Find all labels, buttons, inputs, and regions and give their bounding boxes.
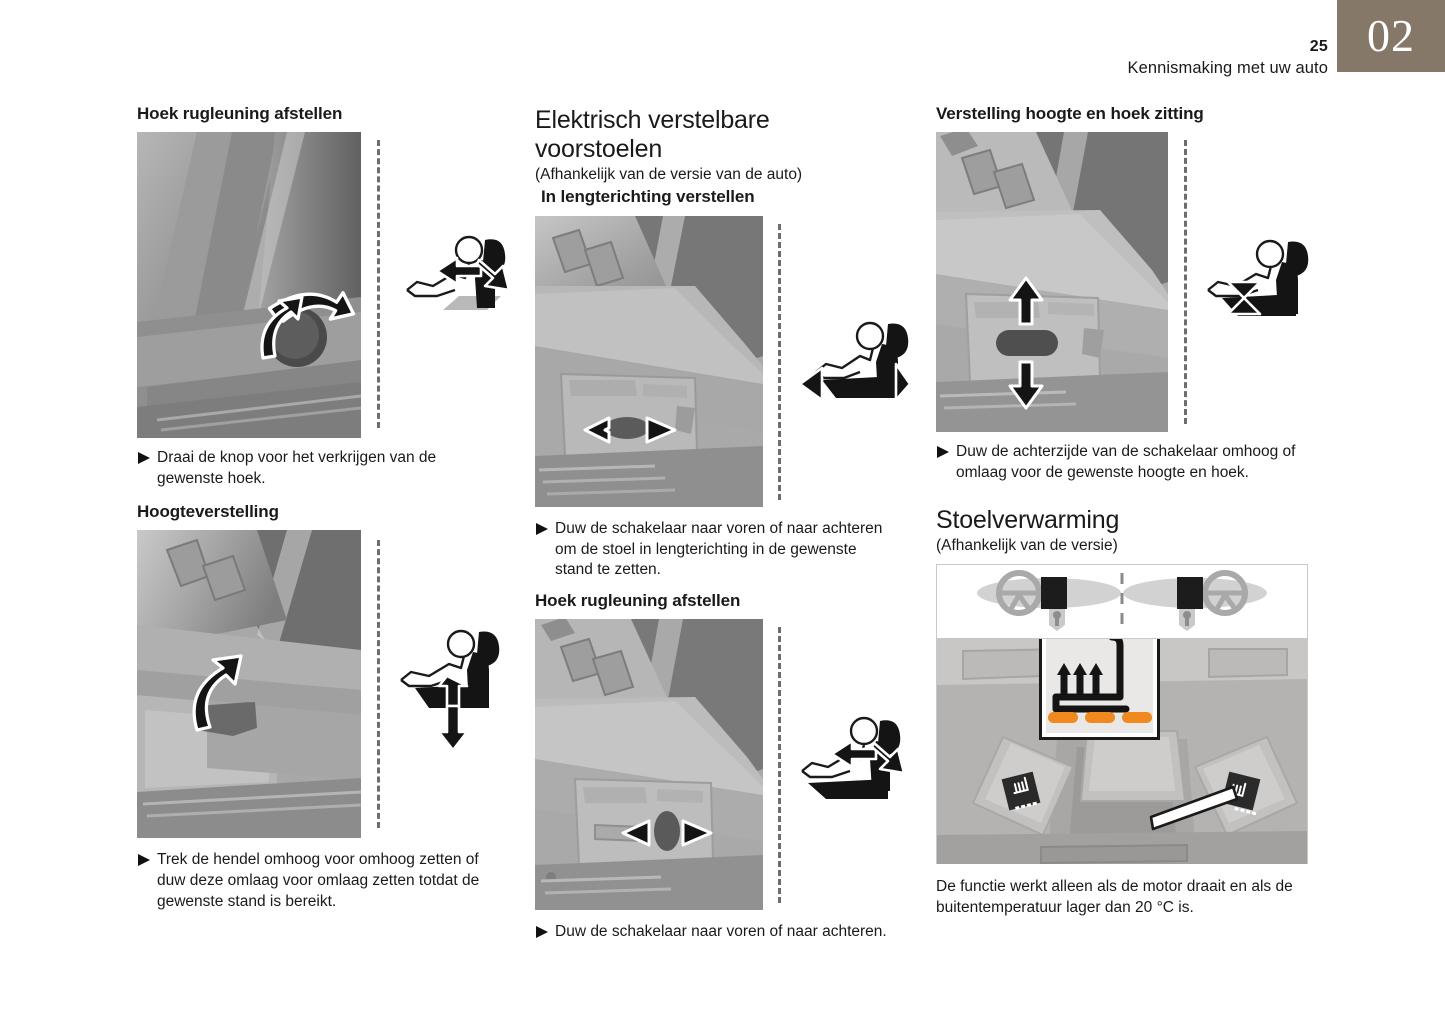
figure-height-tilt-switch xyxy=(936,132,1309,433)
photo-seat-backrest-knob xyxy=(137,132,361,439)
bullet-arrow-icon xyxy=(535,522,555,536)
bullet-longitudinal: Duw de schakelaar naar voren of naar ach… xyxy=(535,519,895,581)
heading-electric-backrest-angle: Hoek rugleuning afstellen xyxy=(535,591,741,611)
figure-divider xyxy=(1184,140,1187,425)
pictogram-seat-height-tilt xyxy=(1204,228,1316,328)
photo-electric-backrest-switch xyxy=(535,619,763,911)
pictogram-seat-fore-aft xyxy=(798,310,910,410)
bullet-arrow-icon xyxy=(137,853,157,867)
middle-column: Elektrisch verstelbare voorstoelen (Afha… xyxy=(535,106,910,953)
right-column: Verstelling hoogte en hoek zitting xyxy=(936,104,1309,918)
page-header: 25 Kennismaking met uw auto xyxy=(900,38,1328,80)
title-seat-heating: Stoelverwarming xyxy=(936,505,1120,534)
page-number: 25 xyxy=(1309,38,1328,55)
bullet-backrest-angle: Draai de knop voor het verkrijgen van de… xyxy=(137,448,499,490)
seat-heating-location-diagram xyxy=(937,564,1307,639)
bullet-text: Duw de achterzijde van de schakelaar omh… xyxy=(956,443,1296,482)
heading-height-and-tilt: Verstelling hoogte en hoek zitting xyxy=(936,104,1204,123)
heading-height-adjustment: Hoogteverstelling xyxy=(137,501,279,521)
figure-electric-backrest-switch xyxy=(535,619,906,911)
figure-divider xyxy=(377,140,380,429)
figure-divider xyxy=(778,223,781,500)
photo-seat-height-lever xyxy=(137,530,361,839)
bullet-arrow-icon xyxy=(137,451,157,465)
bullet-text: Draai de knop voor het verkrijgen van de… xyxy=(157,449,437,488)
title-electric-front-seats: Elektrisch verstelbare voorstoelen xyxy=(535,106,770,163)
seat-heating-level-indicators xyxy=(1046,711,1153,723)
header-subtitle: Kennismaking met uw auto xyxy=(1127,59,1328,78)
seat-heating-button-callout xyxy=(1039,638,1160,740)
paragraph-seat-heating-condition: De functie werkt alleen als de motor dra… xyxy=(936,877,1293,916)
figure-seat-heating xyxy=(936,563,1308,864)
bullet-text: Duw de schakelaar naar voren of naar ach… xyxy=(555,923,887,941)
bullet-text: Duw de schakelaar naar voren of naar ach… xyxy=(555,519,883,579)
bullet-electric-backrest: Duw de schakelaar naar voren of naar ach… xyxy=(535,922,895,943)
photo-height-tilt-switch xyxy=(936,132,1168,433)
photo-center-console-heating-buttons xyxy=(937,638,1307,864)
left-column: Hoek rugleuning afstellen xyxy=(137,104,511,923)
figure-longitudinal-switch xyxy=(535,215,910,507)
pictogram-backrest-tilt xyxy=(798,711,916,803)
bullet-height-tilt: Duw de achterzijde van de schakelaar omh… xyxy=(936,442,1308,484)
bullet-arrow-icon xyxy=(936,445,956,459)
bullet-seat-height: Trek de hendel omhoog voor omhoog zetten… xyxy=(137,850,499,912)
pictogram-backrest-tilt xyxy=(403,224,521,316)
bullet-text: Trek de hendel omhoog voor omhoog zetten… xyxy=(157,851,480,910)
heading-longitudinal-adjust: In lengterichting verstellen xyxy=(541,187,755,207)
heating-level-chip xyxy=(1121,711,1152,723)
heating-level-chip xyxy=(1047,711,1078,723)
figure-seat-height-lever xyxy=(137,530,500,839)
heating-level-chip xyxy=(1084,711,1115,723)
chapter-tab: 02 xyxy=(1337,0,1445,72)
figure-divider xyxy=(377,540,380,829)
figure-divider xyxy=(778,627,781,904)
note-version-dependent-2: (Afhankelijk van de versie) xyxy=(936,537,1118,555)
figure-backrest-angle-knob xyxy=(137,132,511,439)
heading-backrest-angle: Hoek rugleuning afstellen xyxy=(137,104,343,123)
bullet-arrow-icon xyxy=(535,925,555,939)
note-version-dependent: (Afhankelijk van de versie van de auto) xyxy=(535,166,803,183)
pictogram-seat-height xyxy=(397,628,509,758)
photo-seat-longitudinal-switch xyxy=(535,215,763,507)
